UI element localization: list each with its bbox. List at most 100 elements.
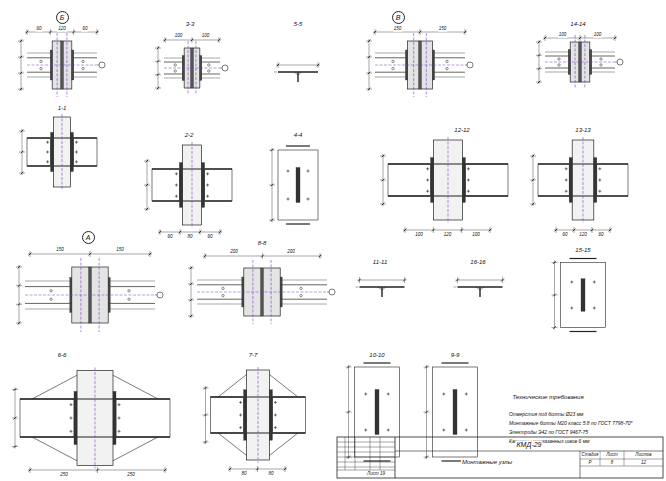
extension-line — [420, 29, 421, 35]
dimension-line — [348, 365, 349, 459]
extension-line — [30, 251, 31, 257]
dimension-tick — [432, 229, 435, 232]
dimension-tick — [368, 88, 371, 91]
bolt-mark — [565, 180, 568, 181]
axis-line — [62, 114, 63, 190]
dimension-tick — [538, 41, 541, 44]
extension-line — [97, 29, 98, 35]
bolt-mark — [275, 426, 276, 429]
bolt-mark — [71, 417, 72, 420]
dimension-line — [203, 253, 322, 259]
dimension-tick — [20, 40, 23, 43]
section-label: 11-11 — [372, 259, 388, 265]
dimension-line — [22, 129, 23, 175]
bolt-mark — [594, 281, 595, 284]
axis-marker — [329, 289, 335, 295]
dimension-line — [358, 280, 407, 281]
dimension-line — [163, 37, 221, 43]
rib-plate — [581, 279, 585, 312]
extension-line — [424, 367, 430, 368]
dimension-tick — [204, 387, 207, 390]
extension-line — [530, 156, 536, 157]
plate-view — [433, 363, 478, 461]
dimension-line — [28, 467, 167, 473]
dimension-line — [380, 154, 386, 206]
joint-plan — [164, 41, 228, 95]
gusset — [269, 433, 298, 456]
dimension-tick — [179, 231, 182, 234]
extension-line — [220, 229, 221, 235]
dimension-line — [19, 129, 25, 175]
extension-line — [27, 29, 28, 35]
section-label: 5-5 — [293, 21, 304, 27]
extension-line — [375, 29, 376, 35]
bolt-mark — [426, 180, 429, 181]
dimension-tick — [319, 255, 322, 258]
dimension-tick — [146, 160, 149, 163]
plate-view — [278, 146, 318, 224]
dimension-line — [205, 386, 206, 444]
plate-view — [355, 363, 400, 461]
title-block — [337, 437, 663, 478]
bolt-mark — [175, 196, 178, 197]
table-line — [395, 437, 396, 478]
dimension-tick — [49, 31, 52, 34]
joint-elevation — [27, 114, 97, 190]
dimension-tick — [553, 261, 556, 264]
extension-line — [219, 37, 220, 43]
dimension-line — [373, 29, 467, 35]
extension-line — [380, 204, 386, 205]
dimension-line — [28, 254, 152, 255]
title-block-text: Лист — [605, 453, 619, 458]
dimension-line — [28, 470, 167, 471]
dimension-tick — [277, 64, 280, 67]
dimension-tick — [456, 279, 459, 282]
section-label: 1-1 — [57, 105, 68, 111]
bolt-mark — [207, 172, 208, 175]
extension-line — [536, 82, 542, 83]
dimension-line — [163, 40, 221, 41]
bolt-mark — [468, 179, 469, 182]
bolt-hole — [128, 298, 130, 300]
dimension-line — [28, 251, 152, 257]
bolt-hole — [40, 60, 42, 62]
beam-flange — [205, 168, 232, 169]
dimension-line — [155, 46, 161, 90]
bolt-mark — [239, 415, 242, 416]
bolt-mark — [71, 430, 72, 433]
extension-line — [536, 68, 542, 69]
beam-elevation — [20, 399, 74, 437]
bolt-hole — [174, 64, 176, 66]
extension-line — [203, 388, 209, 389]
dimension-line — [272, 148, 273, 222]
extension-line — [18, 73, 24, 74]
extension-line — [269, 150, 275, 151]
beam-flange — [116, 436, 170, 437]
bolt-mark — [364, 430, 367, 431]
extension-line — [200, 229, 201, 235]
bolt-mark — [566, 190, 567, 193]
axis-circle: В — [392, 11, 405, 24]
bolt-hole — [222, 287, 224, 289]
table-line — [395, 451, 663, 452]
extension-line — [556, 227, 557, 233]
bolt-mark — [593, 282, 596, 283]
joint-plan — [545, 35, 623, 89]
extension-line — [457, 277, 458, 283]
dimension-tick — [271, 149, 274, 152]
dimension-tick — [18, 303, 21, 306]
table-line — [337, 470, 395, 471]
bolt-mark — [598, 180, 601, 181]
bolt-mark — [467, 168, 470, 169]
extension-line — [552, 295, 558, 296]
dimension-tick — [191, 39, 194, 42]
beam-elevation — [27, 138, 51, 166]
web — [479, 287, 480, 297]
dimension-line — [16, 265, 22, 325]
gusset — [32, 437, 77, 461]
bolt-mark — [287, 199, 290, 200]
dimension-tick — [532, 155, 535, 158]
dimension-value: 60 — [561, 233, 568, 238]
dimension-tick — [404, 229, 407, 232]
weld-symbol — [294, 72, 302, 75]
